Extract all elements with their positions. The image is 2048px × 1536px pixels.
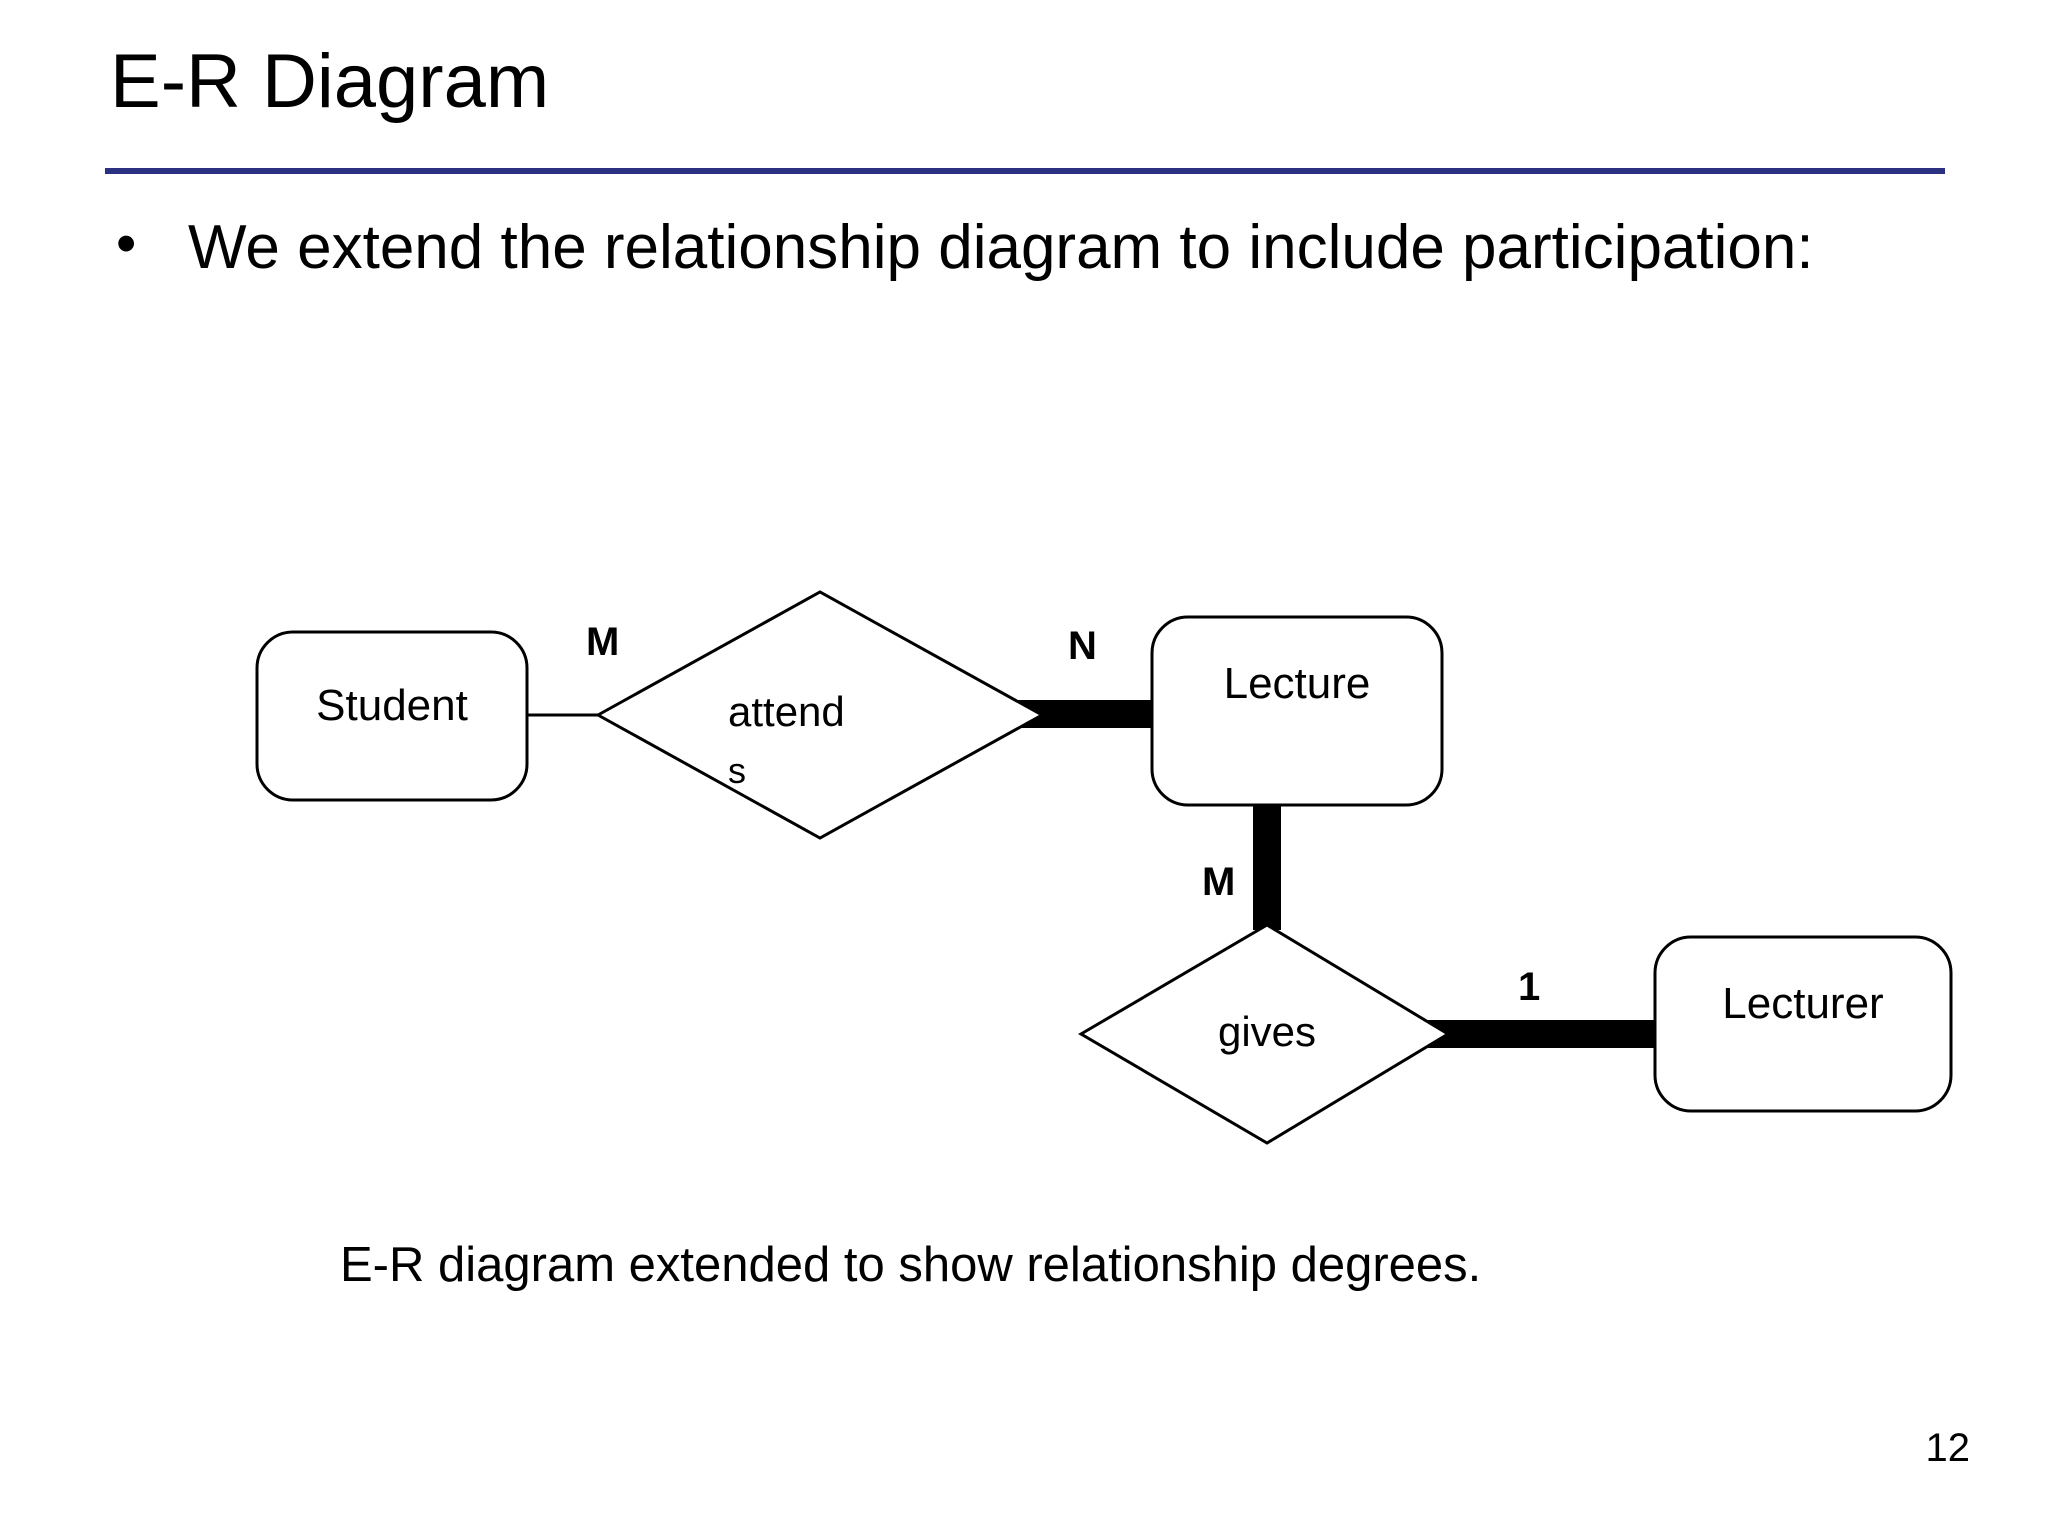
diagram-caption: E-R diagram extended to show relationshi…	[340, 1238, 1482, 1292]
entity-box-lecturer[interactable]	[1653, 935, 1953, 1113]
relationship-label-attends-line1: attend	[728, 688, 845, 735]
connector-lecture-gives	[1253, 800, 1281, 930]
entity-label-lecturer: Lecturer	[1722, 979, 1884, 1028]
bullet-list: • We extend the relationship diagram to …	[110, 210, 1990, 286]
page-number: 12	[1925, 1426, 1971, 1470]
entity-label-lecture: Lecture	[1223, 659, 1371, 708]
cardinality-label-lecture-gives: M	[1202, 860, 1236, 904]
relationship-diamond-gives[interactable]	[1078, 923, 1451, 1145]
bullet-marker-icon: •	[116, 211, 137, 276]
connector-gives-lecturer	[1428, 1020, 1658, 1048]
relationship-diamond-attends[interactable]	[594, 590, 1046, 840]
cardinality-label-gives-lecturer: 1	[1518, 965, 1541, 1009]
relationship-label-attends-line2: s	[728, 750, 746, 791]
cardinality-label-attends-lecture: N	[1068, 624, 1097, 668]
bullet-item-text: We extend the relationship diagram to in…	[188, 213, 1814, 282]
cardinality-label-student-attends: M	[586, 620, 620, 664]
entity-box-student[interactable]	[255, 630, 529, 802]
relationship-label-gives: gives	[1217, 1008, 1317, 1055]
page-title: E-R Diagram	[110, 39, 550, 124]
entity-box-lecture[interactable]	[1150, 615, 1444, 807]
entity-label-student: Student	[316, 681, 468, 730]
list-item: • We extend the relationship diagram to …	[110, 210, 1990, 286]
title-divider	[105, 168, 1945, 174]
